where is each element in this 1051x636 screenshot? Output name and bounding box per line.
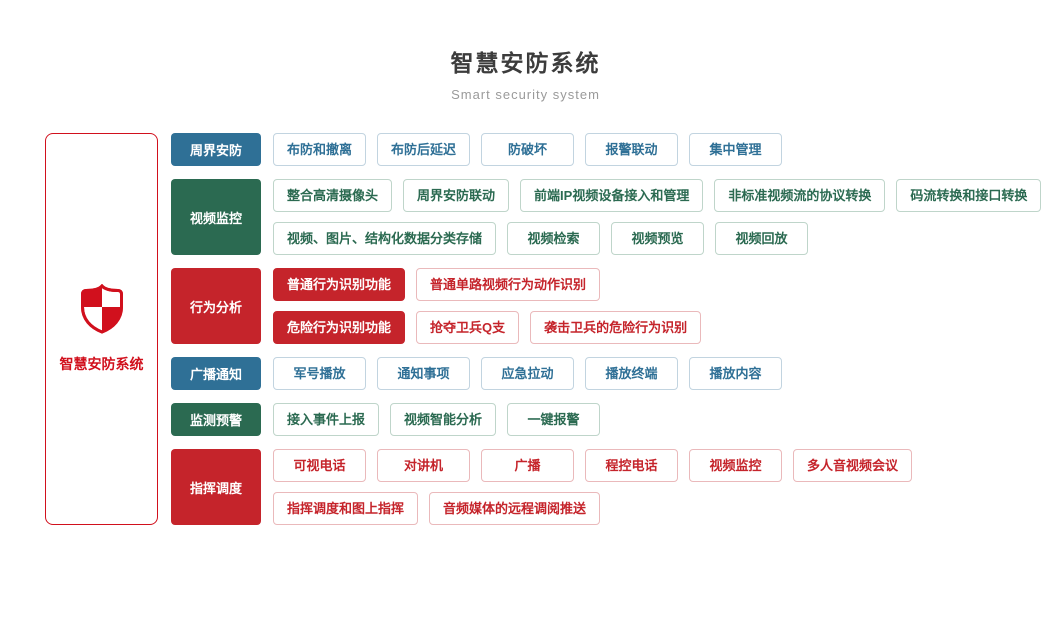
feature-row: 监测预警接入事件上报视频智能分析一键报警 <box>171 403 1041 436</box>
feature-item: 视频检索 <box>507 222 601 255</box>
feature-item: 通知事项 <box>377 357 470 390</box>
feature-item: 音频媒体的远程调阅推送 <box>429 492 601 525</box>
feature-row: 广播通知军号播放通知事项应急拉动播放终端播放内容 <box>171 357 1041 390</box>
feature-item: 播放终端 <box>585 357 678 390</box>
category-box: 指挥调度 <box>171 449 261 525</box>
feature-item: 抢夺卫兵Q支 <box>416 311 520 344</box>
feature-line: 布防和撤离布防后延迟防破坏报警联动集中管理 <box>273 133 783 166</box>
feature-item: 对讲机 <box>377 449 470 482</box>
feature-item: 视频预览 <box>611 222 705 255</box>
root-node: 智慧安防系统 <box>45 133 158 525</box>
page-subtitle: Smart security system <box>451 87 600 102</box>
category-box: 广播通知 <box>171 357 261 390</box>
feature-lines: 普通行为识别功能普通单路视频行为动作识别危险行为识别功能抢夺卫兵Q支袭击卫兵的危… <box>273 268 702 344</box>
feature-lines: 布防和撤离布防后延迟防破坏报警联动集中管理 <box>273 133 783 166</box>
feature-item: 前端IP视频设备接入和管理 <box>520 179 704 212</box>
feature-item: 多人音视频会议 <box>793 449 913 482</box>
category-box: 监测预警 <box>171 403 261 436</box>
feature-item: 危险行为识别功能 <box>273 311 406 344</box>
feature-item: 军号播放 <box>273 357 366 390</box>
feature-item: 布防和撤离 <box>273 133 367 166</box>
feature-lines: 军号播放通知事项应急拉动播放终端播放内容 <box>273 357 782 390</box>
diagram: 智慧安防系统 周界安防布防和撤离布防后延迟防破坏报警联动集中管理视频监控整合高清… <box>0 102 1051 525</box>
feature-item: 接入事件上报 <box>273 403 380 436</box>
feature-row: 指挥调度可视电话对讲机广播程控电话视频监控多人音视频会议指挥调度和图上指挥音频媒… <box>171 449 1041 525</box>
feature-item: 普通单路视频行为动作识别 <box>416 268 601 301</box>
feature-item: 非标准视频流的协议转换 <box>714 179 886 212</box>
feature-item: 报警联动 <box>585 133 679 166</box>
feature-item: 一键报警 <box>507 403 601 436</box>
feature-item: 可视电话 <box>273 449 366 482</box>
page-header: 智慧安防系统 Smart security system <box>0 0 1051 102</box>
feature-lines: 接入事件上报视频智能分析一键报警 <box>273 403 601 436</box>
feature-item: 码流转换和接口转换 <box>896 179 1042 212</box>
feature-line: 军号播放通知事项应急拉动播放终端播放内容 <box>273 357 782 390</box>
feature-item: 袭击卫兵的危险行为识别 <box>530 311 702 344</box>
feature-item: 视频、图片、结构化数据分类存储 <box>273 222 497 255</box>
feature-line: 指挥调度和图上指挥音频媒体的远程调阅推送 <box>273 492 912 525</box>
feature-line: 整合高清摄像头周界安防联动前端IP视频设备接入和管理非标准视频流的协议转换码流转… <box>273 179 1042 212</box>
feature-item: 集中管理 <box>689 133 783 166</box>
feature-item: 程控电话 <box>585 449 678 482</box>
category-box: 视频监控 <box>171 179 261 255</box>
feature-item: 周界安防联动 <box>403 179 510 212</box>
feature-item: 播放内容 <box>689 357 782 390</box>
feature-item: 广播 <box>481 449 574 482</box>
root-node-label: 智慧安防系统 <box>59 356 144 372</box>
shield-icon <box>78 283 126 339</box>
feature-line: 接入事件上报视频智能分析一键报警 <box>273 403 601 436</box>
feature-lines: 整合高清摄像头周界安防联动前端IP视频设备接入和管理非标准视频流的协议转换码流转… <box>273 179 1042 255</box>
feature-row: 行为分析普通行为识别功能普通单路视频行为动作识别危险行为识别功能抢夺卫兵Q支袭击… <box>171 268 1041 344</box>
page-title: 智慧安防系统 <box>450 50 601 76</box>
feature-line: 视频、图片、结构化数据分类存储视频检索视频预览视频回放 <box>273 222 1041 255</box>
feature-item: 普通行为识别功能 <box>273 268 406 301</box>
feature-line: 可视电话对讲机广播程控电话视频监控多人音视频会议 <box>273 449 913 482</box>
category-box: 行为分析 <box>171 268 261 344</box>
feature-item: 整合高清摄像头 <box>273 179 393 212</box>
category-rows: 周界安防布防和撤离布防后延迟防破坏报警联动集中管理视频监控整合高清摄像头周界安防… <box>171 133 1042 525</box>
feature-item: 应急拉动 <box>481 357 574 390</box>
category-box: 周界安防 <box>171 133 261 166</box>
feature-line: 危险行为识别功能抢夺卫兵Q支袭击卫兵的危险行为识别 <box>273 311 702 344</box>
feature-item: 视频回放 <box>715 222 809 255</box>
feature-line: 普通行为识别功能普通单路视频行为动作识别 <box>273 268 701 301</box>
feature-item: 视频监控 <box>689 449 782 482</box>
feature-lines: 可视电话对讲机广播程控电话视频监控多人音视频会议指挥调度和图上指挥音频媒体的远程… <box>273 449 913 525</box>
feature-row: 视频监控整合高清摄像头周界安防联动前端IP视频设备接入和管理非标准视频流的协议转… <box>171 179 1042 255</box>
feature-item: 指挥调度和图上指挥 <box>273 492 419 525</box>
feature-item: 视频智能分析 <box>390 403 497 436</box>
feature-item: 布防后延迟 <box>377 133 471 166</box>
feature-item: 防破坏 <box>481 133 575 166</box>
feature-row: 周界安防布防和撤离布防后延迟防破坏报警联动集中管理 <box>171 133 1041 166</box>
